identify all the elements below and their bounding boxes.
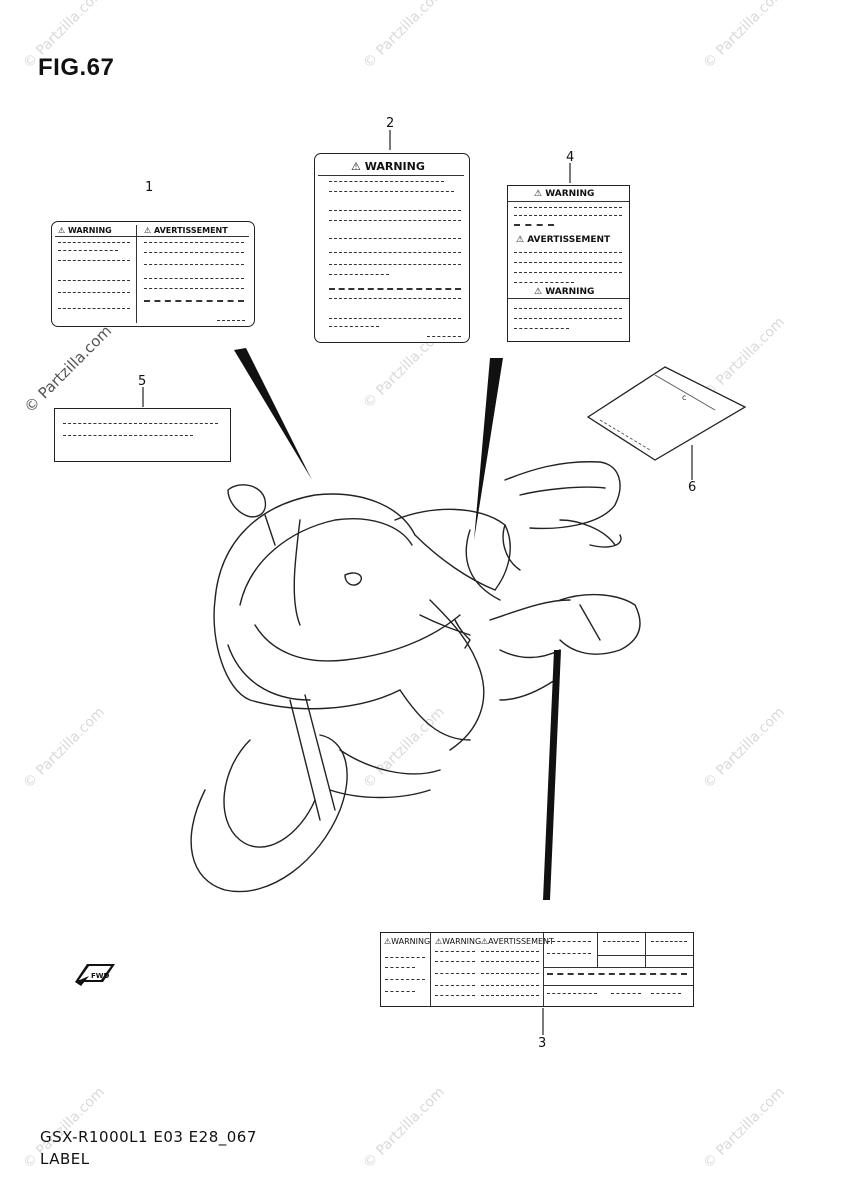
model-code: GSX-R1000L1 E03 E28_067 (40, 1128, 257, 1146)
label-3: ⚠WARNING ⚠WARNING ⚠AVERTISSEMENT (380, 932, 694, 1007)
callout-5: 5 (138, 374, 147, 389)
label-4: ⚠ WARNING ⚠ AVERTISSEMENT ⚠ WARNING (507, 185, 630, 342)
label-3-avertissement-title: ⚠AVERTISSEMENT (481, 937, 554, 946)
leader-label-3 (543, 650, 561, 900)
section-name: LABEL (40, 1150, 90, 1168)
label-4-avertissement-title: ⚠ AVERTISSEMENT (516, 235, 611, 245)
label-4-rule-a (508, 201, 629, 202)
callout-4: 4 (566, 150, 575, 165)
label-5 (54, 408, 231, 462)
label-1-divider (136, 225, 137, 323)
callout-6: 6 (688, 480, 697, 495)
label-4-warning-top-title: ⚠ WARNING (534, 189, 595, 199)
label-3-warning-a-title: ⚠WARNING (384, 937, 431, 946)
label-4-rule-b (508, 298, 629, 299)
motorcycle-outline (190, 461, 641, 893)
label-2: ⚠ WARNING (314, 153, 470, 343)
label-2-header-rule (318, 175, 464, 176)
leader-label-2 (474, 358, 503, 540)
callout-2: 2 (386, 116, 395, 131)
label-1-header-rule (55, 236, 249, 237)
label-1: ⚠ WARNING ⚠ AVERTISSEMENT (51, 221, 255, 327)
label-1-avertissement-title: ⚠ AVERTISSEMENT (144, 226, 228, 235)
figure-title: FIG.67 (38, 54, 115, 81)
callout-3: 3 (538, 1036, 547, 1051)
svg-text:FWD: FWD (91, 972, 110, 980)
callout-1: 1 (145, 180, 154, 195)
label-6-sheet: c (586, 366, 747, 461)
label-2-warning-title: ⚠ WARNING (351, 160, 425, 173)
label-4-warning-bottom-title: ⚠ WARNING (534, 287, 595, 297)
leader-label-1 (234, 348, 312, 480)
front-arrow-icon: FWD (75, 964, 115, 986)
label-1-warning-title: ⚠ WARNING (58, 226, 112, 235)
svg-text:c: c (682, 393, 686, 402)
label-3-warning-b-title: ⚠WARNING (435, 937, 482, 946)
